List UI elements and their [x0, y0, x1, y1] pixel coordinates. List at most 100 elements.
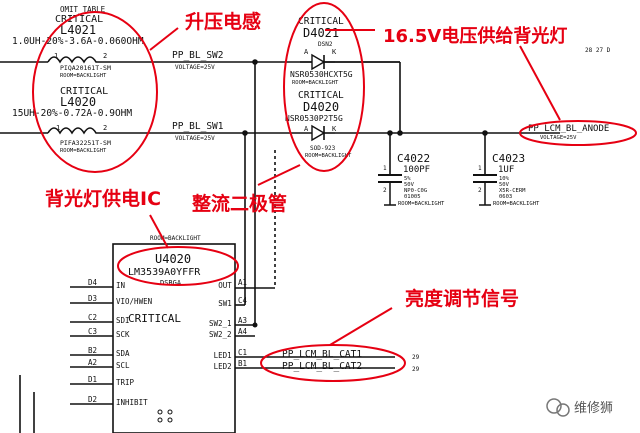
ic-pin-name-d2: INHIBIT: [116, 398, 148, 407]
annotation-rectifier-diode: 整流二极管: [192, 192, 287, 215]
ic-pin-name-d3: VIO/HWEN: [116, 297, 152, 306]
ic-pin-name-d1: TRIP: [116, 378, 135, 387]
inductor-l4021: OMIT_TABLE CRITICAL L4021 1.0UH-20%-3.6A…: [12, 5, 144, 79]
svg-text:A: A: [304, 125, 309, 133]
ic-pin-name-c2: SDI: [116, 316, 130, 325]
svg-text:K: K: [332, 125, 337, 133]
leader-ic: [149, 214, 169, 249]
ic-pin-name-c1: LED1: [214, 351, 232, 360]
ellipse-diodes: [283, 2, 365, 172]
ic-pin-name-d4: IN: [116, 281, 125, 290]
svg-text:1: 1: [478, 165, 482, 172]
d4021-part: NSR0530HCXT5G: [290, 70, 353, 79]
annotation-brightness-signal: 亮度调节信号: [405, 287, 519, 310]
l4020-pkg: PIFA32251T-SM: [60, 139, 111, 147]
d4020-room: ROOM=BACKLIGHT: [305, 153, 352, 159]
ic-pin-name-a1: OUT: [218, 281, 232, 290]
ic-pin-name-a2: SCL: [116, 361, 130, 370]
ellipse-ic: [117, 246, 239, 286]
ic-pin-num-c1: C1: [238, 348, 247, 357]
c4023-value: 1UF: [498, 165, 514, 175]
svg-text:X5R-CERM: X5R-CERM: [499, 188, 526, 194]
l4020-value: 15UH-20%-0.72A-0.9OHM: [12, 108, 132, 119]
diode-d4020: CRITICAL D4020 NSR0530P2T5G A K SOD-923 …: [285, 90, 352, 159]
svg-text:NP0-C0G: NP0-C0G: [404, 188, 427, 194]
svg-text:2: 2: [383, 187, 387, 194]
svg-text:1: 1: [383, 165, 387, 172]
net-cat1-page: 29: [412, 354, 420, 361]
junctions: [242, 59, 488, 328]
l4020-ref: L4020: [60, 95, 96, 109]
ic-pin-num-a3: A3: [238, 316, 247, 325]
diode-d4021: CRITICAL D4021 DSN2 A K NSR0530HCXT5G RO…: [290, 16, 353, 86]
net-sw1-voltage: VOLTAGE=25V: [175, 135, 215, 142]
ic-pin-name-c3: SCK: [116, 330, 130, 339]
capacitor-c4023: C4023 1UF 1 2 10% 50V X5R-CERM 0603 ROOM…: [473, 152, 540, 207]
l4021-omit: OMIT_TABLE: [60, 5, 106, 14]
ic-pin-num-d1: D1: [88, 375, 97, 384]
ic-pin-num-c2: C2: [88, 313, 97, 322]
wechat-icon: [546, 398, 562, 414]
ic-pin-num-d2: D2: [88, 395, 97, 404]
d4021-critical: CRITICAL: [298, 16, 344, 27]
ic-pin-num-c4: C4: [238, 296, 248, 305]
leader-cat: [329, 307, 393, 346]
d4020-critical: CRITICAL: [298, 90, 344, 101]
svg-text:2: 2: [103, 124, 107, 132]
l4021-pkg: PIQA20161T-SM: [60, 64, 111, 72]
l4020-room: ROOM=BACKLIGHT: [60, 148, 107, 154]
ic-ref: U4020: [155, 252, 191, 266]
annotation-marks: [32, 2, 637, 382]
d4021-room: ROOM=BACKLIGHT: [292, 80, 339, 86]
svg-text:2: 2: [103, 52, 107, 60]
annotation-backlight-supply: 16.5V电压供给背光灯: [383, 25, 567, 47]
d4021-ref: D4021: [303, 26, 339, 40]
side-ref: 28 27 D: [585, 47, 611, 54]
net-sw2-voltage: VOLTAGE=25V: [175, 64, 215, 71]
annotation-backlight-ic: 背光灯供电IC: [45, 187, 161, 210]
net-sw1: PP_BL_SW1: [172, 121, 224, 132]
watermark-text: 维修狮: [574, 401, 613, 416]
ic-pin-name-b1: LED2: [214, 362, 232, 371]
ellipse-inductors: [32, 11, 158, 173]
svg-text:01005: 01005: [404, 194, 421, 200]
d4020-pkg: SOD-923: [310, 145, 336, 152]
inductor-l4020-coil: [47, 127, 105, 135]
c4022-ref: C4022: [397, 152, 430, 165]
ic-u4020-body: [112, 243, 236, 433]
capacitor-c4022: C4022 100PF 1 2 5% 50V NP0-C0G 01005 ROO…: [378, 152, 445, 207]
svg-text:0603: 0603: [499, 194, 512, 200]
ic-room: ROOM=BACKLIGHT: [150, 235, 201, 242]
wires: [0, 61, 560, 433]
svg-text:2: 2: [478, 187, 482, 194]
c4023-ref: C4023: [492, 152, 525, 165]
ic-pkg: DSBGA: [160, 279, 182, 287]
net-cat1: PP_LCM_BL_CAT1: [282, 349, 362, 360]
svg-text:1: 1: [56, 124, 60, 132]
svg-text:ROOM=BACKLIGHT: ROOM=BACKLIGHT: [398, 201, 445, 207]
l4020-critical: CRITICAL: [60, 86, 108, 97]
svg-text:5%: 5%: [404, 176, 411, 182]
ic-pin-name-a4: SW2_2: [209, 330, 232, 339]
inductor-l4020: CRITICAL L4020 15UH-20%-0.72A-0.9OHM 1 2…: [12, 86, 132, 154]
annotation-boost-inductor: 升压电感: [185, 10, 261, 33]
svg-text:50V: 50V: [404, 182, 415, 188]
l4021-room: ROOM=BACKLIGHT: [60, 73, 107, 79]
ic-pin-num-a1: A1: [238, 278, 247, 287]
leader-anode: [519, 45, 561, 121]
svg-text:1: 1: [54, 52, 58, 60]
svg-text:ROOM=BACKLIGHT: ROOM=BACKLIGHT: [493, 201, 540, 207]
ic-u4020: ROOM=BACKLIGHT U4020 LM3539A0YFFR DSBGA …: [112, 235, 236, 433]
svg-text:A: A: [304, 48, 309, 56]
diode-d4020-triangle: [311, 124, 326, 142]
ic-pin-num-b2: B2: [88, 346, 97, 355]
l4021-critical: CRITICAL: [55, 14, 103, 25]
d4020-part: NSR0530P2T5G: [285, 114, 343, 123]
ic-critical: CRITICAL: [128, 312, 181, 325]
d4020-ref: D4020: [303, 100, 339, 114]
l4021-value: 1.0UH-20%-3.6A-0.060OHM: [12, 36, 144, 47]
d4021-pkg: DSN2: [318, 41, 333, 48]
leader-diodes: [257, 164, 301, 186]
ic-pin-num-c3: C3: [88, 327, 97, 336]
